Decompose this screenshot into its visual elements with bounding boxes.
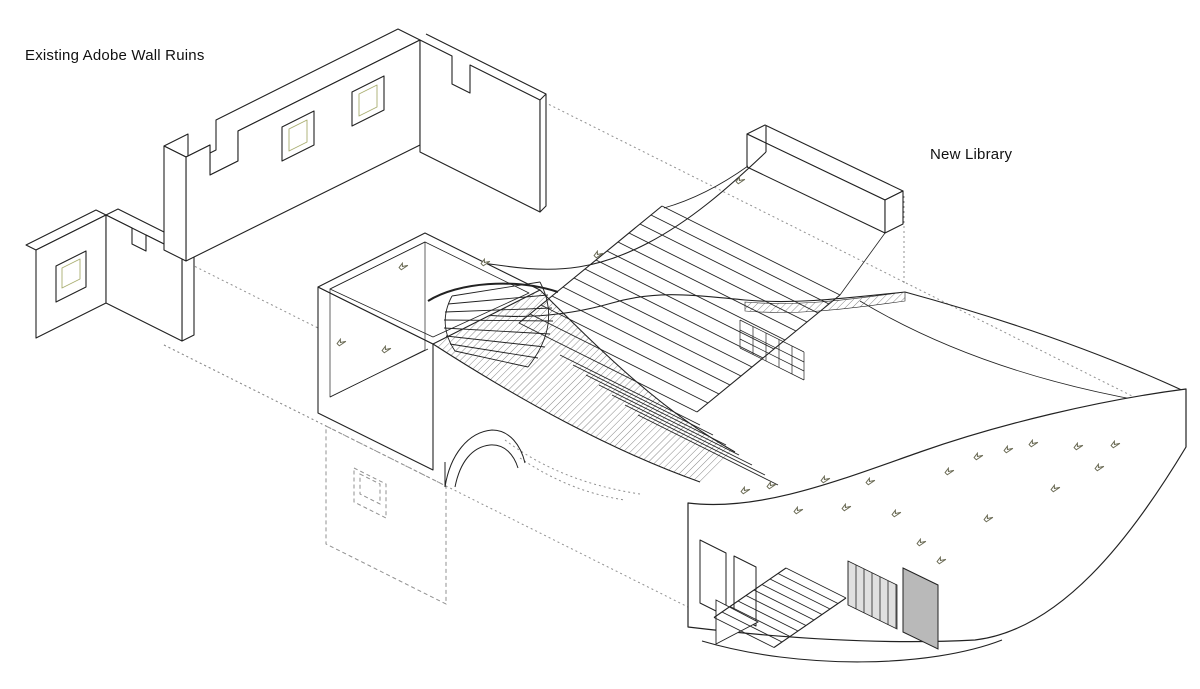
vault-arch: [444, 429, 526, 488]
curved-fan-steps: [427, 281, 559, 368]
ruins-fragment-wall: [25, 208, 195, 342]
south-facade-wall: [687, 388, 1187, 643]
library-parapet: [746, 124, 904, 234]
adobe-ruins: [25, 28, 547, 342]
library-box-room: [317, 232, 541, 471]
bird-glyph-icon: [740, 486, 751, 495]
ruins-window: [351, 75, 385, 127]
bird-glyph-icon: [593, 250, 604, 259]
sectional-hatch: [432, 289, 906, 483]
ruins-label: Existing Adobe Wall Ruins: [25, 47, 205, 64]
bird-glyph-icon: [820, 475, 831, 484]
lower-staircase-flight: [559, 354, 779, 486]
main-staircase: [518, 205, 841, 413]
bookshelf-section: [739, 319, 805, 381]
slatted-screen: [847, 560, 898, 630]
entry-panel: [902, 567, 939, 650]
ruins-window: [55, 250, 87, 303]
ruins-long-wall: [163, 28, 421, 262]
ruins-return-wall: [419, 33, 547, 213]
facade-door: [733, 555, 757, 627]
entry-stairs: [713, 567, 847, 648]
ghost-wall-outline: [325, 425, 447, 605]
ruins-window: [281, 110, 315, 162]
ground-swoosh: [701, 639, 1003, 663]
library-label: New Library: [930, 146, 1013, 163]
